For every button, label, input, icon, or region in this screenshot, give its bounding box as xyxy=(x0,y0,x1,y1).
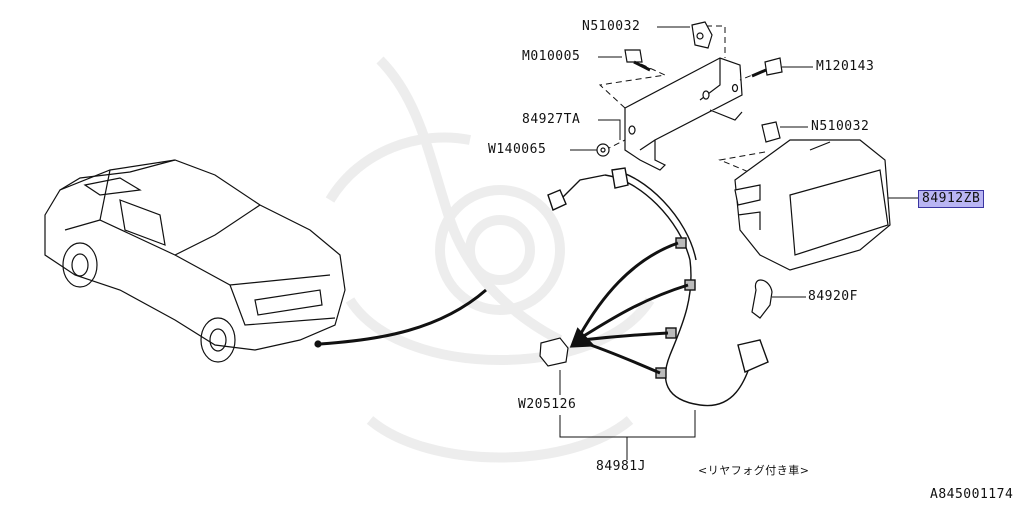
bulb-84920f xyxy=(751,279,773,319)
label-n510032-top[interactable]: N510032 xyxy=(582,19,641,34)
label-w205126[interactable]: W205126 xyxy=(518,397,577,412)
clip-n510032-top xyxy=(691,21,713,49)
label-m010005[interactable]: M010005 xyxy=(522,49,581,64)
screw-m010005 xyxy=(624,49,651,72)
note-rear-fog: <リヤフォグ付き車> xyxy=(698,464,810,477)
clip-callout-arrows xyxy=(569,241,689,375)
clip-n510032-side xyxy=(761,121,781,143)
callout-arrow-car xyxy=(319,288,487,346)
label-w140065[interactable]: W140065 xyxy=(488,142,547,157)
label-84920f[interactable]: 84920F xyxy=(808,289,858,304)
clip-w205126 xyxy=(539,337,569,367)
washer-w140065 xyxy=(596,143,610,157)
diagram-id: A845001174 xyxy=(930,487,1014,502)
label-84927ta[interactable]: 84927TA xyxy=(522,112,581,127)
label-n510032-side[interactable]: N510032 xyxy=(811,119,870,134)
fog-lamp-84912zb xyxy=(734,139,891,271)
label-84981j[interactable]: 84981J xyxy=(596,459,646,474)
bolt-m120143 xyxy=(751,57,783,78)
label-m120143[interactable]: M120143 xyxy=(816,59,875,74)
harness-84981j xyxy=(547,167,769,407)
bracket-84927ta xyxy=(624,57,743,171)
car-illustration xyxy=(44,159,346,363)
label-leaders xyxy=(559,26,918,460)
label-84912zb-selected[interactable]: 84912ZB xyxy=(918,190,985,208)
